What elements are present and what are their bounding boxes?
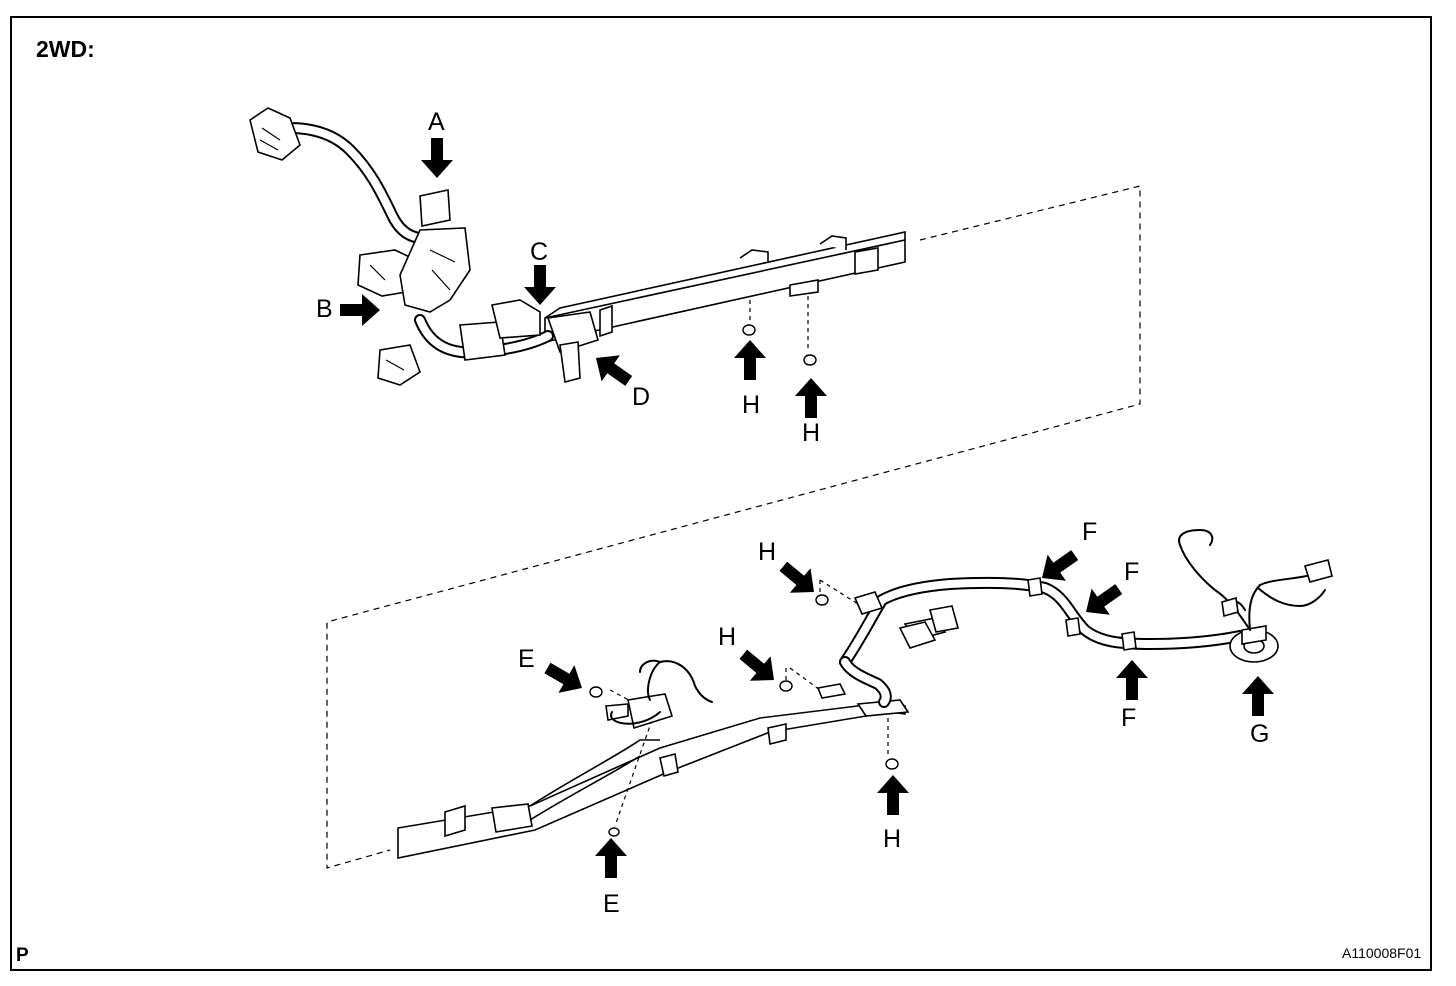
arrow-f-2 bbox=[1086, 584, 1123, 615]
callout-e-1: E bbox=[518, 645, 535, 673]
callout-e-2: E bbox=[603, 890, 620, 918]
arrow-h-4 bbox=[739, 649, 774, 681]
arrow-h-2 bbox=[795, 378, 827, 418]
callout-d: D bbox=[632, 383, 651, 411]
callout-c: C bbox=[530, 238, 549, 266]
lower-frame-rail bbox=[397, 683, 910, 859]
callout-h-1: H bbox=[742, 391, 761, 419]
upper-wire-harness bbox=[249, 107, 906, 386]
arrow-h-1 bbox=[734, 340, 766, 380]
arrow-f-1 bbox=[1042, 550, 1079, 581]
callout-b: B bbox=[316, 295, 333, 323]
arrow-h-5 bbox=[877, 775, 909, 815]
nut bbox=[589, 594, 899, 837]
section-break-dashed bbox=[326, 185, 1141, 869]
arrow-h-3 bbox=[779, 561, 814, 593]
callout-f-3: F bbox=[1121, 704, 1137, 732]
callout-g: G bbox=[1250, 720, 1270, 748]
callout-a: A bbox=[428, 108, 445, 136]
arrow-d bbox=[596, 355, 633, 386]
upper-frame-rail bbox=[544, 231, 906, 343]
arrow-e-2 bbox=[595, 838, 627, 878]
corner-mark: P bbox=[16, 945, 29, 966]
callout-arrows bbox=[340, 138, 1274, 878]
callout-h-2: H bbox=[802, 419, 821, 447]
arrow-f-3 bbox=[1116, 660, 1148, 700]
callout-h-5: H bbox=[883, 825, 902, 853]
callout-f-2: F bbox=[1124, 558, 1140, 586]
figure-frame bbox=[10, 16, 1432, 971]
page-title: 2WD: bbox=[36, 36, 95, 62]
nut bbox=[742, 324, 817, 366]
lower-wire-harness bbox=[397, 529, 1333, 859]
callout-h-4: H bbox=[718, 623, 737, 651]
arrow-a bbox=[421, 138, 453, 178]
arrow-b bbox=[340, 294, 380, 326]
callout-h-3: H bbox=[758, 538, 777, 566]
callout-f-1: F bbox=[1082, 518, 1098, 546]
grommet bbox=[1229, 625, 1279, 663]
arrow-c bbox=[524, 265, 556, 305]
arrow-g bbox=[1242, 676, 1274, 716]
arrow-e-1 bbox=[544, 662, 582, 693]
figure-code: A110008F01 bbox=[1342, 945, 1422, 961]
